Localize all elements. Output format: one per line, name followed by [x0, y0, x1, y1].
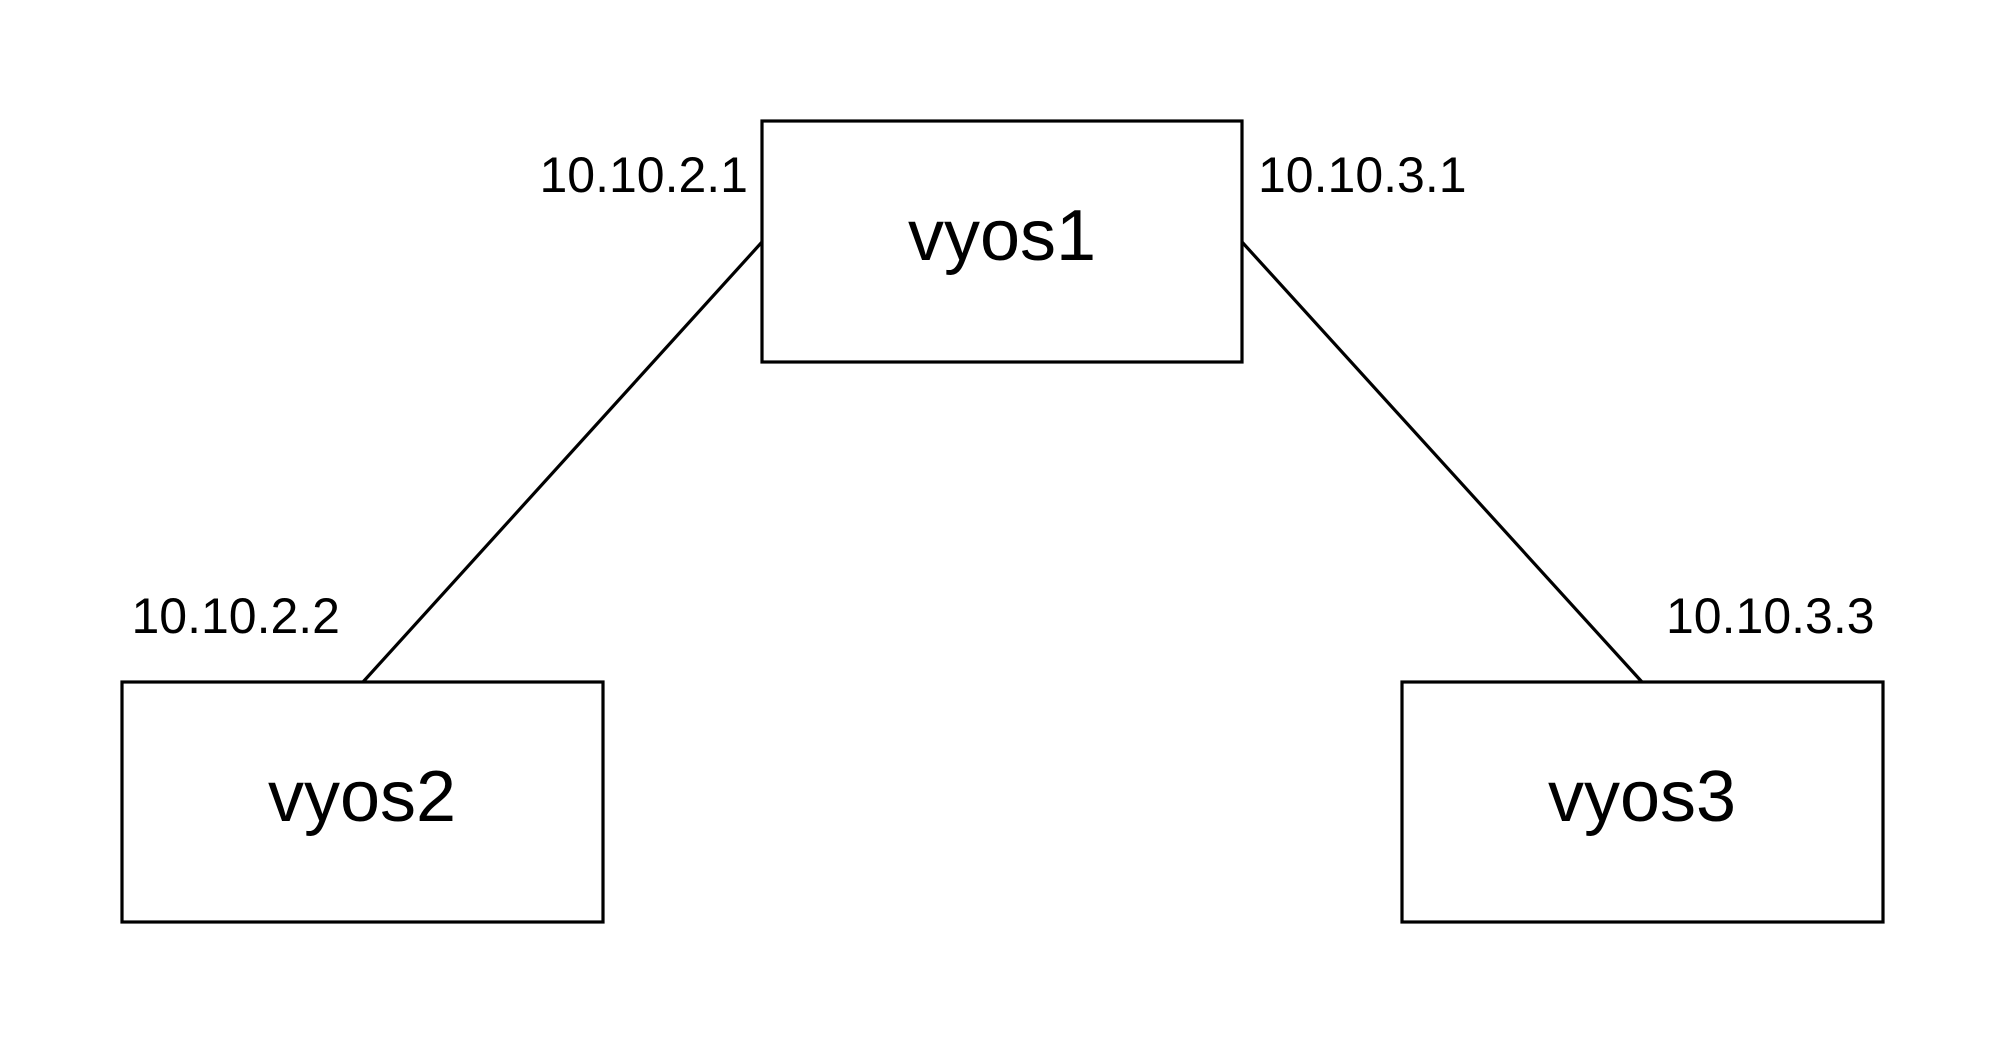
node-vyos3[interactable]: vyos3: [1400, 680, 1885, 924]
node-box-vyos1[interactable]: [760, 119, 1244, 364]
node-box-vyos2[interactable]: [120, 680, 605, 924]
node-vyos1[interactable]: vyos1: [760, 119, 1244, 364]
node-label-vyos2: vyos2: [268, 757, 456, 837]
link-layer: [361, 240, 1644, 684]
interface-label-vyos1-right: 10.10.3.1: [1258, 147, 1467, 203]
link-vyos1-vyos2[interactable]: [361, 240, 764, 684]
node-label-vyos3: vyos3: [1548, 757, 1736, 837]
node-box-vyos3[interactable]: [1400, 680, 1885, 924]
interface-label-vyos2-top: 10.10.2.2: [131, 588, 340, 644]
link-vyos1-vyos3[interactable]: [1240, 240, 1644, 684]
node-layer: vyos1 vyos2 vyos3: [120, 119, 1885, 924]
interface-label-layer: 10.10.2.1 10.10.3.1 10.10.2.2 10.10.3.3: [131, 147, 1874, 644]
interface-label-vyos1-left: 10.10.2.1: [539, 147, 748, 203]
node-label-vyos1: vyos1: [908, 196, 1096, 276]
node-vyos2[interactable]: vyos2: [120, 680, 605, 924]
interface-label-vyos3-top: 10.10.3.3: [1666, 588, 1875, 644]
